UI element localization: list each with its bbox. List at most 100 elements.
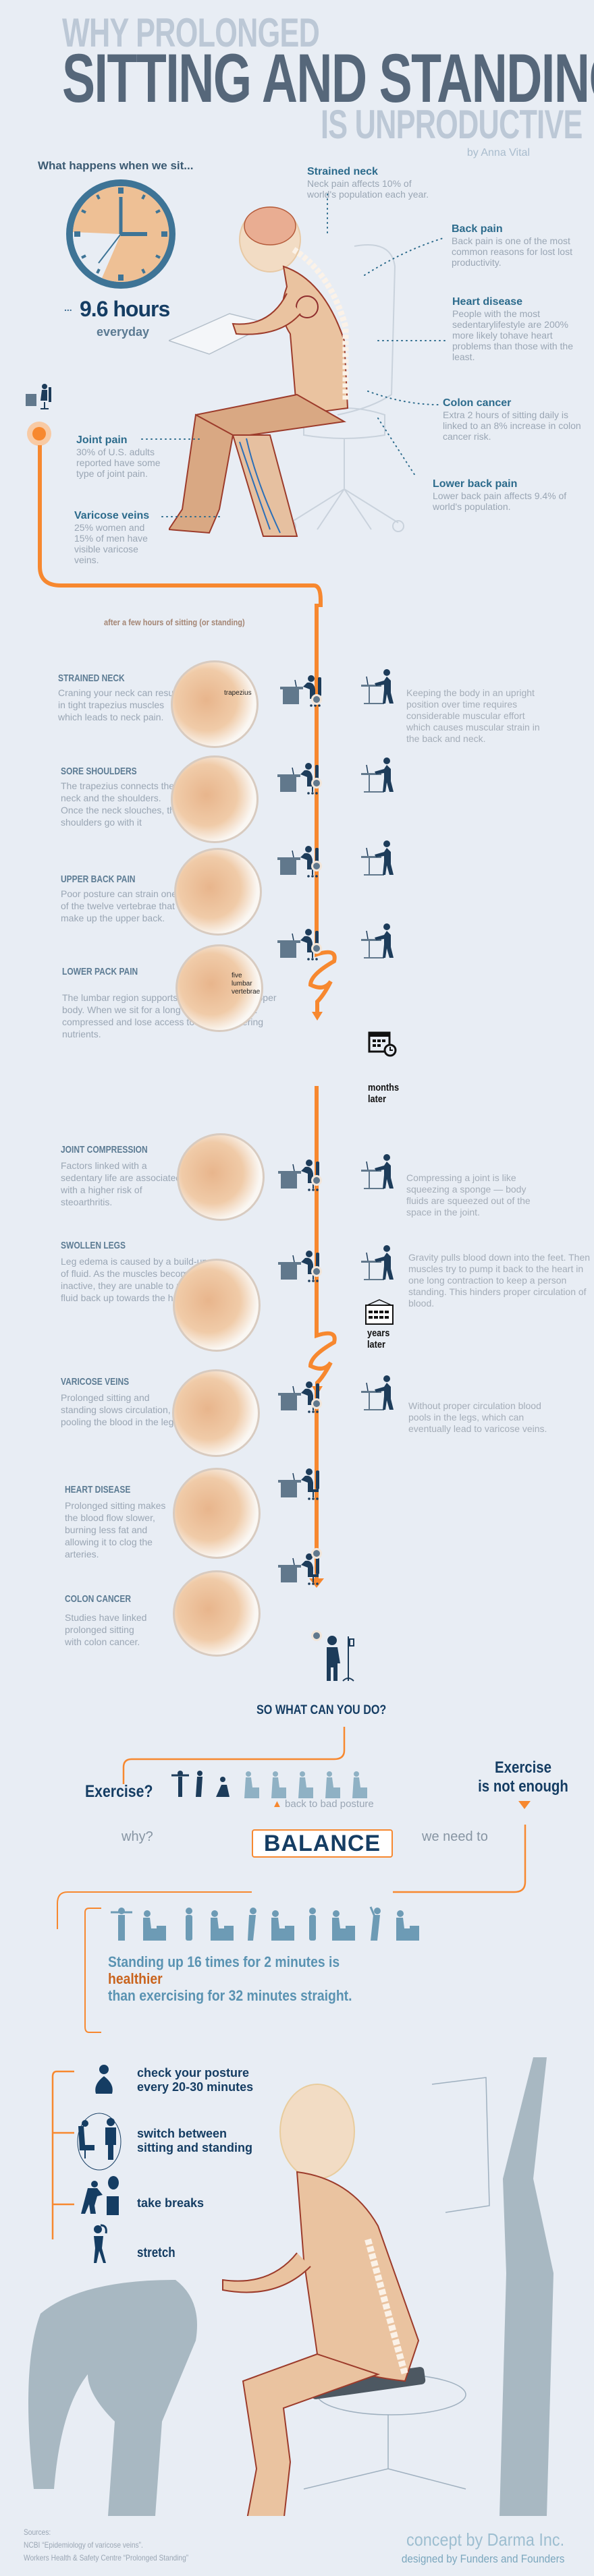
clock-icon — [65, 178, 177, 290]
tips-bracket — [51, 2070, 74, 2239]
stat-title: Colon cancer — [443, 397, 512, 409]
standing-note-joint: Compressing a joint is like squeezing a … — [406, 1172, 531, 1218]
balance-box: BALANCE — [252, 1829, 393, 1858]
back-to-bad-posture-note: ▲ back to bad posture — [272, 1798, 374, 1810]
stat-varicose-veins: Varicose veins 25% women and 15% of men … — [74, 510, 162, 565]
after-few-hours-label: after a few hours of sitting (or standin… — [104, 617, 245, 627]
condition-title: UPPER BACK PAIN — [61, 874, 136, 885]
wall-calendar-icon — [364, 1298, 394, 1325]
condition-colon-cancer: COLON CANCER Studies have linked prolong… — [65, 1593, 153, 1648]
stat-title: Joint pain — [76, 434, 128, 446]
coil-months-icon — [308, 941, 337, 1021]
timeline-dot — [311, 1175, 322, 1186]
designer-credit: designed by Funders and Founders — [401, 2552, 564, 2565]
exercise-not-enough: Exercise is not enough — [478, 1758, 568, 1796]
title-line-2: SITTING AND STANDING — [62, 40, 594, 117]
stat-strained-neck: Strained neck Neck pain affects 10% of w… — [307, 166, 442, 200]
timeline-start-marker — [27, 422, 51, 446]
stat-back-pain: Back pain Back pain is one of the most c… — [452, 223, 587, 268]
meditation-icon — [90, 2064, 117, 2098]
condition-strained-neck: STRAINED NECK Craning your neck can resu… — [58, 672, 180, 723]
condition-sore-shoulders: SORE SHOULDERS The trapezius connects th… — [61, 766, 182, 828]
timeline-dot — [311, 1630, 322, 1641]
stat-text: Back pain is one of the most common reas… — [452, 235, 572, 268]
dotted-leader-lines — [141, 194, 446, 517]
timeline-top-path — [38, 445, 323, 607]
trapezius-illustration: trapezius — [171, 660, 259, 748]
stat-joint-pain: Joint pain 30% of U.S. adults reported h… — [76, 434, 164, 479]
claim-highlight: healthier — [108, 1970, 163, 1987]
sitting-at-desk-icon — [24, 383, 54, 411]
timeline-dot — [311, 1398, 322, 1409]
stat-text: Lower back pain affects 9.4% of world's … — [433, 490, 567, 512]
colon-illustration — [173, 1570, 261, 1657]
stat-text: People with the most sedentarylifestyle … — [452, 308, 573, 362]
condition-title: JOINT COMPRESSION — [61, 1144, 148, 1155]
stretch-icon — [91, 2224, 111, 2264]
standing-claim: Standing up 16 times for 2 minutes is he… — [108, 1953, 352, 2004]
stat-title: Varicose veins — [74, 510, 150, 521]
calendar-clock-icon — [368, 1029, 398, 1057]
condition-title: SWOLLEN LEGS — [61, 1240, 126, 1251]
so-what-heading: SO WHAT CAN YOU DO? — [256, 1703, 387, 1717]
knee-joint-illustration — [177, 1133, 265, 1221]
condition-title: STRAINED NECK — [58, 672, 125, 684]
condition-title: LOWER PACK PAIN — [62, 966, 138, 977]
timeline-dot — [311, 1548, 322, 1559]
shoulder-illustration — [171, 755, 259, 843]
sitting-woman-anatomy-illustration — [167, 192, 412, 556]
condition-text: Studies have linked prolonged sitting wi… — [65, 1612, 147, 1647]
stat-text: 25% women and 15% of men have visible va… — [74, 522, 148, 565]
exercise-then-sit-icons — [171, 1771, 367, 1798]
stat-title: Back pain — [452, 223, 503, 235]
standing-note-circulation: Without proper circulation blood pools i… — [408, 1400, 547, 1434]
triangle-up-icon: ▲ — [272, 1798, 286, 1810]
condition-title: SORE SHOULDERS — [61, 766, 137, 777]
title-line-3: IS UNPRODUCTIVE — [321, 102, 583, 147]
hours-value: 9.6 hours — [80, 297, 170, 321]
lumbar-illustration: five lumbar vertebrae — [176, 944, 263, 1032]
heart-illustration — [173, 1468, 261, 1559]
claim-bracket — [84, 1908, 101, 2033]
varicose-vein-illustration — [172, 1369, 260, 1457]
condition-title: HEART DISEASE — [65, 1484, 131, 1495]
stat-title: Strained neck — [307, 166, 378, 177]
solution-connector-lines — [57, 1727, 526, 1929]
condition-joint-compression: JOINT COMPRESSION Factors linked with a … — [61, 1144, 196, 1208]
exercise-question: Exercise? — [85, 1782, 153, 1801]
posture-icons — [277, 668, 394, 1586]
condition-text: Prolonged sitting and standing slows cir… — [61, 1392, 182, 1427]
stat-text: 30% of U.S. adults reported have some ty… — [76, 447, 161, 479]
timeline-line-2 — [315, 1086, 319, 1329]
condition-lower-back-pain: LOWER PACK PAIN — [62, 966, 211, 977]
timeline-dot — [311, 861, 322, 871]
standing-note-upright: Keeping the body in an upright position … — [406, 687, 540, 744]
swollen-leg-illustration — [173, 1259, 261, 1352]
tip-stretch: stretch — [137, 2245, 176, 2260]
condition-text: Prolonged sitting makes the blood flow s… — [65, 1500, 166, 1559]
condition-text: Craning your neck can result in tight tr… — [58, 687, 179, 722]
bottom-posture-illustration — [28, 2057, 554, 2516]
condition-heart-disease: HEART DISEASE Prolonged sitting makes th… — [65, 1484, 173, 1560]
timeline-dot — [311, 1266, 322, 1277]
condition-text: Factors linked with a sedentary life are… — [61, 1160, 182, 1207]
stat-text: Extra 2 hours of sitting daily is linked… — [443, 409, 581, 442]
timeline-dot — [311, 694, 322, 705]
hours-ellipsis: ... — [64, 302, 72, 313]
we-need-to-label: we need to — [422, 1829, 488, 1844]
stat-text: Neck pain affects 10% of world's populat… — [307, 178, 429, 200]
intro-question: What happens when we sit... — [38, 159, 194, 172]
stat-title: Lower back pain — [433, 478, 518, 490]
why-label: why? — [122, 1829, 153, 1844]
condition-varicose-veins: VARICOSE VEINS Prolonged sitting and sta… — [61, 1376, 182, 1428]
timeline-dot — [311, 943, 322, 954]
water-cooler-break-icon — [80, 2176, 122, 2215]
sources: Sources: NCBI “Epidemiology of varicose … — [24, 2527, 189, 2563]
standing-note-gravity: Gravity pulls blood down into the feet. … — [408, 1252, 591, 1309]
condition-text: Poor posture can strain one of the twelv… — [61, 888, 177, 923]
concept-credit: concept by Darma Inc. — [406, 2529, 564, 2550]
